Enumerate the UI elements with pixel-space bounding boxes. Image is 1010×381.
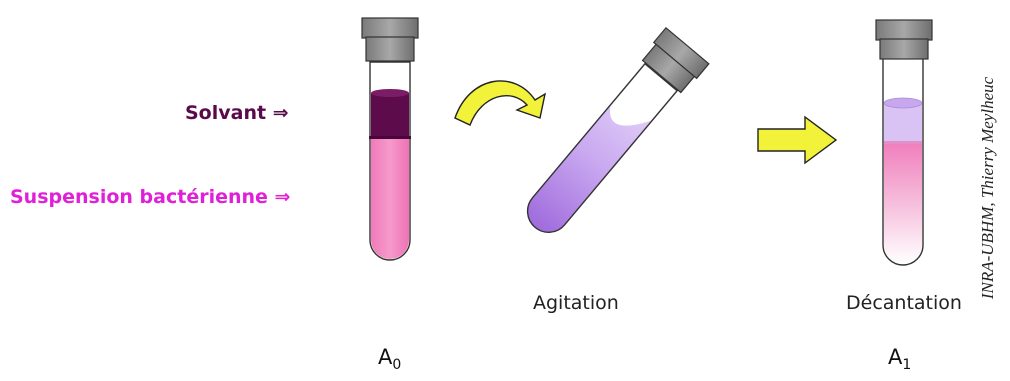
decantation-label: Décantation [846,292,962,314]
sample-a1-label: A1 [888,345,911,373]
tube-a0 [362,18,418,260]
agitation-label: Agitation [533,292,619,314]
solvent-layer [371,93,409,138]
solvent-label: Solvant ⇒ [185,102,289,124]
curved-arrow-icon [455,81,545,125]
cap-icon [876,20,932,40]
bacterial-suspension-layer [371,138,409,259]
cap-icon [362,18,418,38]
aqueous-phase-layer [884,143,922,264]
sample-a0-label: A0 [378,345,401,373]
bacterial-suspension-label: Suspension bactérienne ⇒ [10,186,290,208]
photo-credit: INRA-UBHM, Thierry Meylheuc [978,77,998,299]
organic-phase-layer [884,103,922,143]
right-arrow-icon [758,117,836,163]
tube-agitation [514,28,709,246]
tube-a1 [876,20,932,265]
